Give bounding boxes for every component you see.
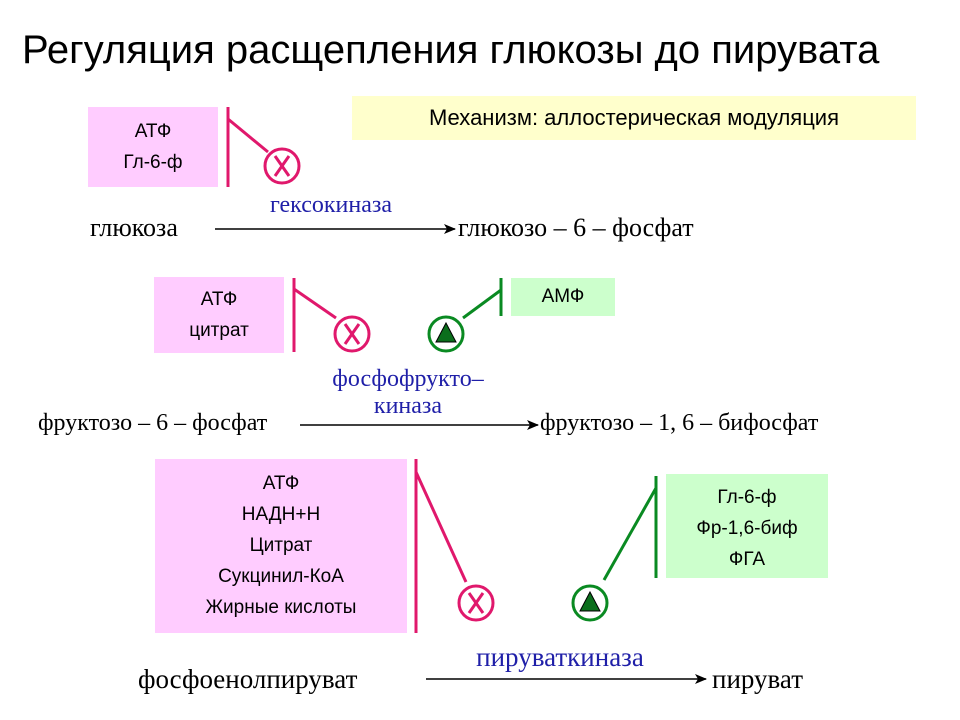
pk-enzyme-label: пируваткиназа xyxy=(476,642,644,672)
pk-activator: ФГА xyxy=(728,549,766,570)
inhibition-x-circle-icon xyxy=(333,315,371,353)
pk-inhibitors-box: АТФ НАДН+Н Цитрат Сукцинил-КоА Жирные ки… xyxy=(155,459,407,633)
pfk-inhibition-line xyxy=(293,287,337,320)
pk-activators-box: Гл-6-ф Фр-1,6-биф ФГА xyxy=(666,474,828,578)
inhibition-x-circle-icon xyxy=(263,147,301,185)
activation-triangle-icon xyxy=(571,584,609,622)
pk-inhibitor: Жирные кислоты xyxy=(205,597,357,618)
pfk-activators-box: АМФ xyxy=(511,278,615,316)
hexokinase-inhibitor: Гл-6-ф xyxy=(123,152,183,173)
hexokinase-substrate: глюкоза xyxy=(90,213,178,242)
hexokinase-inhibitor: АТФ xyxy=(134,121,172,142)
pfk-activator: АМФ xyxy=(541,286,585,307)
mechanism-label: Механизм: аллостерическая модуляция xyxy=(352,96,916,140)
activation-triangle-icon xyxy=(427,315,465,353)
pk-inhibitor: АТФ xyxy=(262,473,300,494)
pfk-substrate: фруктозо – 6 – фосфат xyxy=(38,410,268,436)
pfk-product: фруктозо – 1, 6 – бифосфат xyxy=(540,410,819,436)
pk-activator: Фр-1,6-биф xyxy=(696,518,798,539)
hexokinase-inhibition-line xyxy=(227,117,269,154)
pk-product: пируват xyxy=(712,664,804,694)
pfk-inhibitors-box: АТФ цитрат xyxy=(154,277,284,353)
pk-inhibitor: НАДН+Н xyxy=(241,504,321,525)
hexokinase-product: глюкозо – 6 – фосфат xyxy=(458,213,694,242)
pk-substrate: фосфоенолпируват xyxy=(138,664,358,694)
pk-inhibition-line xyxy=(414,471,468,583)
inhibition-x-circle-icon xyxy=(457,584,495,622)
pk-activator: Гл-6-ф xyxy=(717,487,777,508)
pk-inhibitor: Сукцинил-КоА xyxy=(218,566,344,587)
pfk-inhibitor: АТФ xyxy=(200,289,238,310)
pk-inhibitor: Цитрат xyxy=(249,535,313,556)
page-title: Регуляция расщепления глюкозы до пируват… xyxy=(22,28,880,72)
hexokinase-inhibitors-box: АТФ Гл-6-ф xyxy=(88,107,218,187)
pfk-inhibitor: цитрат xyxy=(189,320,249,341)
hexokinase-enzyme-label: гексокиназа xyxy=(269,192,393,218)
pfk-enzyme-label-line2: киназа xyxy=(373,393,443,419)
pfk-activation-line xyxy=(462,288,502,320)
pk-activation-line xyxy=(602,487,658,581)
pfk-enzyme-label-line1: фосфофрукто– xyxy=(332,366,484,392)
